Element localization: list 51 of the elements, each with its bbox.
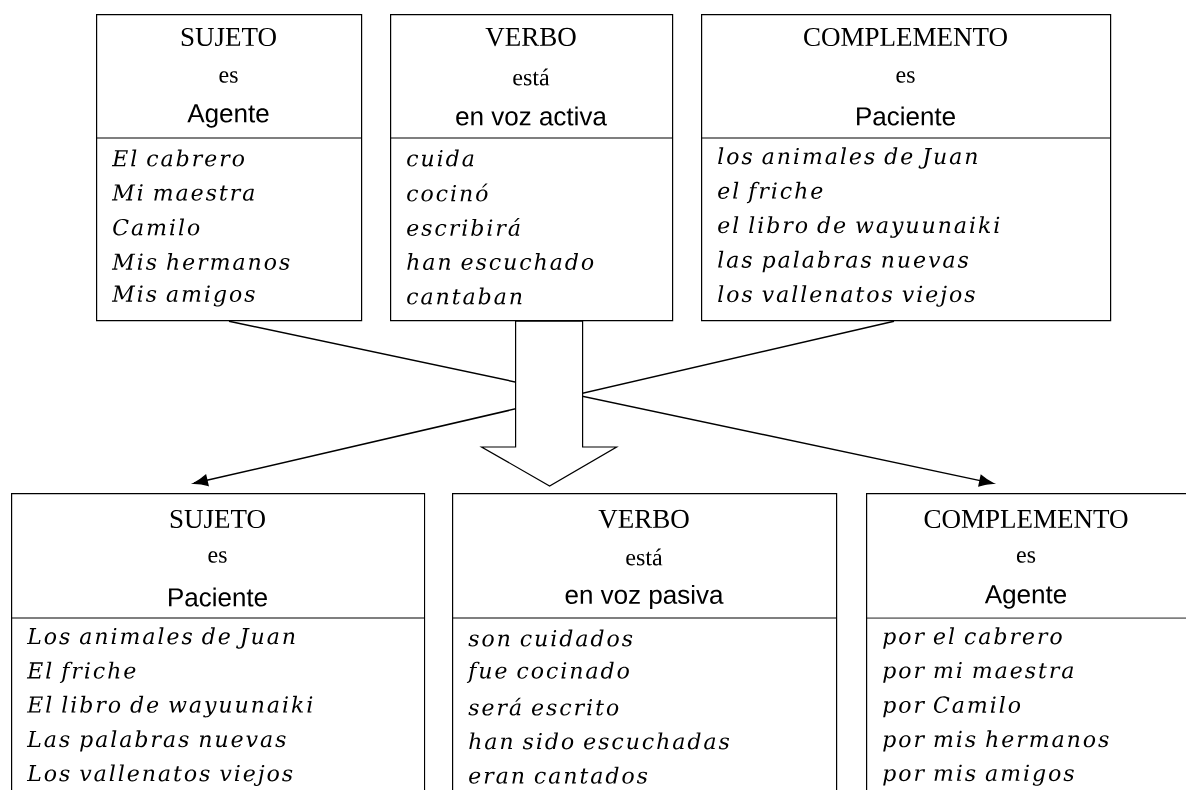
heading: SUJETO bbox=[181, 27, 276, 47]
example-text: el friche bbox=[718, 181, 823, 204]
role-label: Paciente bbox=[857, 106, 955, 126]
heading: VERBO bbox=[485, 27, 576, 47]
example-text: Los vallenatos viejos bbox=[26, 764, 293, 786]
example-text: El friche bbox=[26, 661, 136, 683]
heading: COMPLEMENTO bbox=[804, 27, 1007, 47]
role-label: en voz pasiva bbox=[565, 584, 724, 610]
connector-word: es bbox=[219, 71, 238, 83]
example-text: El libro de wayuunaiki bbox=[26, 695, 313, 718]
connector-word: está bbox=[513, 68, 550, 86]
connector-word: es bbox=[896, 71, 915, 83]
example-text: los animales de Juan bbox=[718, 147, 977, 169]
example-text: han escuchado bbox=[407, 253, 594, 270]
example-text: eran cantados bbox=[469, 766, 648, 784]
example-text: Las palabras nuevas bbox=[26, 730, 286, 752]
example-text: será escrito bbox=[468, 697, 619, 716]
example-text: Los animales de Juan bbox=[26, 627, 295, 649]
heading: COMPLEMENTO bbox=[924, 509, 1128, 529]
example-text: por el cabrero bbox=[883, 627, 1062, 649]
example-text: son cuidados bbox=[468, 629, 633, 647]
example-text: Camilo bbox=[113, 218, 200, 236]
example-text: El cabrero bbox=[111, 149, 244, 167]
example-text: Mis amigos bbox=[111, 285, 255, 307]
role-label: Agente bbox=[984, 585, 1067, 609]
heading: SUJETO bbox=[170, 509, 265, 529]
connector-word: está bbox=[626, 548, 663, 566]
role-label: Paciente bbox=[169, 587, 267, 607]
example-text: cantaban bbox=[407, 287, 522, 305]
arrow bbox=[228, 320, 994, 487]
example-text: el libro de wayuunaiki bbox=[718, 216, 1000, 238]
arrow bbox=[193, 320, 895, 487]
example-text: cuida bbox=[407, 149, 474, 167]
example-text: por mi maestra bbox=[883, 661, 1073, 683]
example-text: escribirá bbox=[407, 218, 520, 236]
role-label: en voz activa bbox=[456, 106, 607, 126]
heading: VERBO bbox=[598, 509, 689, 529]
block-arrow bbox=[479, 320, 619, 487]
connector-word: es bbox=[1016, 551, 1036, 563]
example-text: por Camilo bbox=[883, 695, 1021, 718]
example-text: Mis hermanos bbox=[111, 253, 290, 270]
connector-word: es bbox=[208, 551, 227, 563]
example-text: cocinó bbox=[407, 183, 488, 202]
example-text: Mi maestra bbox=[111, 184, 254, 201]
example-text: por mis amigos bbox=[883, 764, 1074, 786]
example-text: los vallenatos viejos bbox=[718, 285, 975, 307]
example-text: fue cocinado bbox=[466, 661, 629, 683]
example-text: por mis hermanos bbox=[883, 730, 1109, 752]
example-text: las palabras nuevas bbox=[718, 250, 969, 273]
role-label: Agente bbox=[187, 104, 269, 128]
example-text: han sido escuchadas bbox=[469, 732, 730, 750]
